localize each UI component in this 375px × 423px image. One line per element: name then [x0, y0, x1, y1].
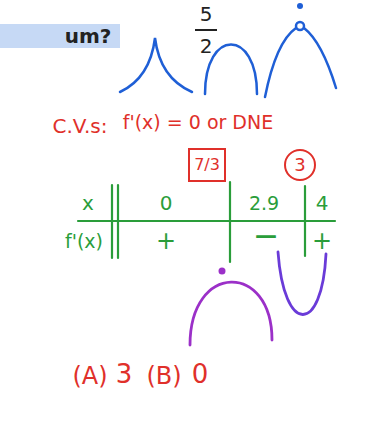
answer-circle: [285, 150, 315, 180]
sign-mark: +: [312, 229, 332, 253]
chart-tick: [304, 186, 306, 256]
label-slot: 5: [200, 4, 213, 24]
fraction-number: 5: [200, 4, 213, 24]
label-slot: 3: [116, 361, 133, 387]
label-slot: +: [156, 229, 176, 253]
row-header: x: [82, 193, 94, 213]
circled-value: 3: [294, 156, 305, 174]
label-slot: 2.9: [249, 194, 279, 213]
label-slot: —: [255, 225, 277, 247]
fraction-number: 2: [200, 36, 213, 56]
smooth-hump: [205, 45, 257, 95]
label-slot: 7/3: [194, 157, 220, 173]
answer-value: 0: [192, 361, 209, 387]
row-header: f'(x): [65, 232, 103, 251]
answer-label: (A): [72, 364, 107, 388]
note-heading: C.V.s:: [53, 116, 108, 136]
label-slot: f'(x) = 0 or DNE: [123, 113, 273, 132]
red-marks: [189, 149, 315, 181]
chart-axis: [78, 220, 335, 222]
boxed-value: 7/3: [194, 157, 220, 173]
open-circle: [296, 22, 304, 30]
label-slot: x: [82, 193, 94, 213]
label-slot: 4: [316, 193, 329, 213]
label-slot: (B): [146, 364, 181, 388]
answer-box: [189, 149, 225, 181]
chart-value: 4: [316, 193, 329, 213]
label-slot: 2: [200, 36, 213, 56]
sign-chart-lines: [78, 182, 335, 262]
max-hump: [190, 282, 272, 345]
fraction-bar: [195, 29, 217, 31]
sign-mark: +: [156, 229, 176, 253]
label-slot: C.V.s:: [53, 116, 108, 136]
blue-curves: [120, 22, 336, 97]
chart-tick: [229, 182, 231, 262]
sign-mark: —: [255, 225, 277, 247]
chart-value: 2.9: [249, 194, 279, 213]
label-slot: +: [312, 229, 332, 253]
purple-curves: [190, 252, 326, 345]
note-text: f'(x) = 0 or DNE: [123, 113, 273, 132]
question-text: um?: [65, 26, 112, 46]
label-slot: um?: [65, 26, 112, 46]
answer-label: (B): [146, 364, 181, 388]
max-dot: [219, 268, 226, 275]
chart-value: 0: [160, 193, 173, 213]
label-slot: 0: [192, 361, 209, 387]
label-slot: 0: [160, 193, 173, 213]
hole-hump: [265, 28, 336, 97]
cusp-curve: [120, 38, 192, 92]
answer-value: 3: [116, 361, 133, 387]
label-slot: f'(x): [65, 232, 103, 251]
filled-dot: [297, 3, 303, 9]
highlight-band: [0, 24, 120, 48]
min-cup: [278, 252, 326, 315]
label-slot: 3: [294, 156, 305, 174]
label-slot: (A): [72, 364, 107, 388]
